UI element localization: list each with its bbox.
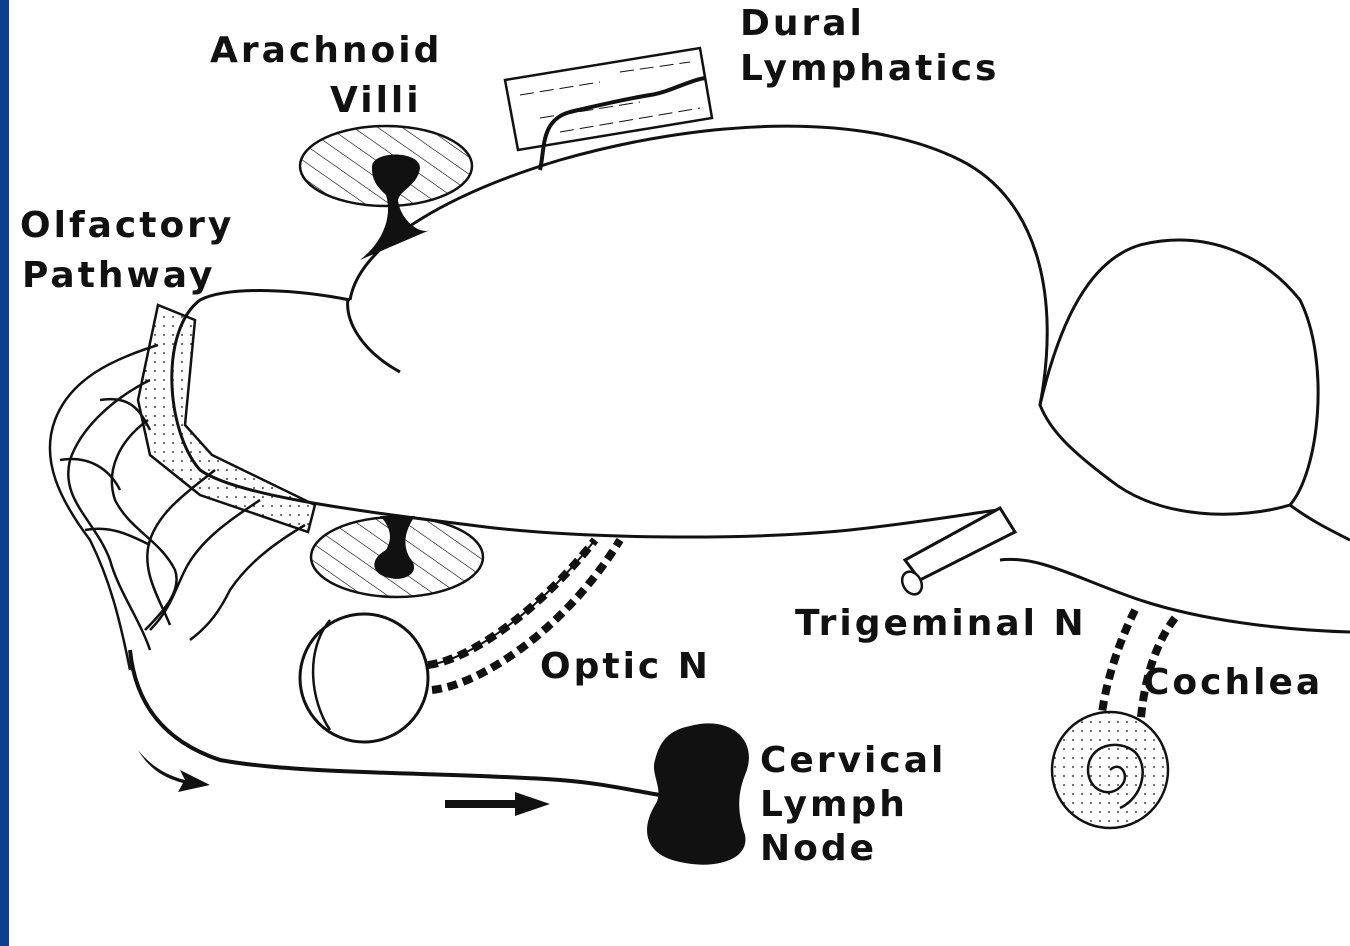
label-cervical-line2: Lymph xyxy=(760,784,908,825)
label-cervical-line1: Cervical xyxy=(760,740,946,781)
label-trigeminal-nerve: Trigeminal N xyxy=(795,603,1087,644)
label-arachnoid-line2: Villi xyxy=(330,80,422,121)
label-cervical-line3: Node xyxy=(760,828,877,869)
cerebellum-outline xyxy=(1040,240,1350,540)
label-olfactory-line1: Olfactory xyxy=(20,205,234,246)
cervical-lymph-node xyxy=(647,723,749,864)
arachnoid-villus-lower xyxy=(311,516,483,597)
label-arachnoid-line1: Arachnoid xyxy=(210,30,442,71)
cerebrum-outline xyxy=(172,126,1047,537)
dural-lymphatics xyxy=(505,48,712,170)
arachnoid-villus-upper xyxy=(300,126,472,260)
label-optic-nerve: Optic N xyxy=(540,646,711,687)
label-dural-line2: Lymphatics xyxy=(740,48,999,89)
label-cochlea: Cochlea xyxy=(1143,662,1323,703)
label-dural-line1: Dural xyxy=(740,3,865,44)
label-olfactory-line2: Pathway xyxy=(22,255,215,296)
